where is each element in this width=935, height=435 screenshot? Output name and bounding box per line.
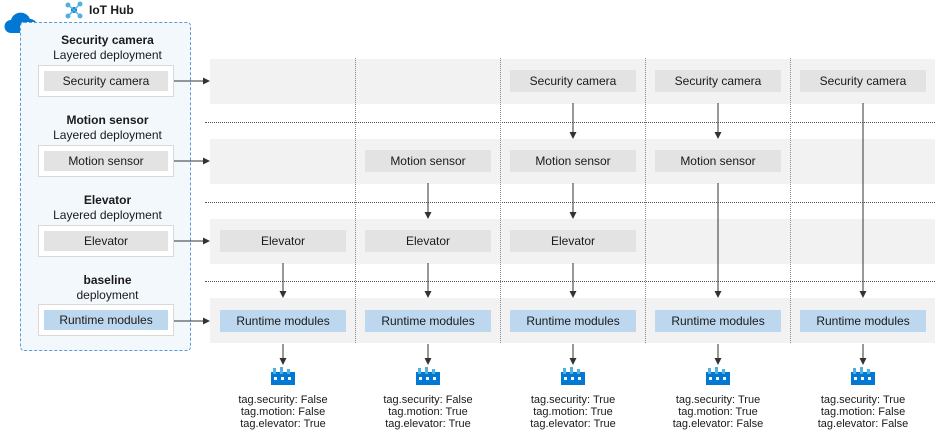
column-separator xyxy=(645,58,646,343)
layer-heading-baseline: baseline deployment xyxy=(22,273,193,303)
layer-subtitle: deployment xyxy=(76,288,139,302)
device-2-motion-module: Motion sensor xyxy=(365,150,491,172)
tag-security: tag.security: False xyxy=(383,394,473,406)
tag-motion: tag.motion: True xyxy=(388,406,468,418)
layer-heading-elevator: Elevator Layered deployment xyxy=(22,193,193,223)
row-separator xyxy=(205,281,935,282)
device-2-runtime-module: Runtime modules xyxy=(365,310,491,332)
iot-hub-icon xyxy=(65,1,83,19)
hub-module-security-camera: Security camera xyxy=(38,65,174,97)
layer-name: Security camera xyxy=(61,33,154,47)
tag-motion: tag.motion: False xyxy=(240,406,326,418)
layer-subtitle: Layered deployment xyxy=(53,128,162,142)
device-3-security-module: Security camera xyxy=(510,70,636,92)
module-label: Elevator xyxy=(44,231,168,251)
module-label: Security camera xyxy=(44,71,168,91)
factory-icon xyxy=(561,367,585,385)
device-5-security-module: Security camera xyxy=(800,70,926,92)
device-3-tags: tag.security: True tag.motion: True tag.… xyxy=(503,394,643,430)
layer-name: Elevator xyxy=(83,193,132,207)
device-1-runtime-module: Runtime modules xyxy=(220,310,346,332)
device-3-runtime-module: Runtime modules xyxy=(510,310,636,332)
layer-heading-motion: Motion sensor Layered deployment xyxy=(22,113,193,143)
layer-subtitle: Layered deployment xyxy=(53,208,162,222)
device-5-tags: tag.security: True tag.motion: False tag… xyxy=(793,394,933,430)
tag-elevator: tag.elevator: False xyxy=(672,418,764,430)
factory-icon xyxy=(416,367,440,385)
device-4-motion-module: Motion sensor xyxy=(655,150,781,172)
tag-elevator: tag.elevator: True xyxy=(530,418,616,430)
tag-security: tag.security: False xyxy=(238,394,328,406)
tag-motion: tag.motion: True xyxy=(678,406,758,418)
tag-elevator: tag.elevator: False xyxy=(817,418,909,430)
layer-subtitle: Layered deployment xyxy=(53,48,162,62)
column-separator xyxy=(355,58,356,343)
device-2-tags: tag.security: False tag.motion: True tag… xyxy=(358,394,498,430)
device-3-motion-module: Motion sensor xyxy=(510,150,636,172)
row-separator xyxy=(205,202,935,203)
iot-hub-title: IoT Hub xyxy=(89,3,134,17)
tag-elevator: tag.elevator: True xyxy=(240,418,326,430)
tag-security: tag.security: True xyxy=(675,394,761,406)
tag-security: tag.security: True xyxy=(820,394,906,406)
layer-name: baseline xyxy=(83,273,132,287)
device-5-runtime-module: Runtime modules xyxy=(800,310,926,332)
hub-module-runtime: Runtime modules xyxy=(38,304,174,336)
layer-name: Motion sensor xyxy=(66,113,149,127)
column-separator xyxy=(790,58,791,343)
tag-security: tag.security: True xyxy=(530,394,616,406)
device-4-runtime-module: Runtime modules xyxy=(655,310,781,332)
hub-module-elevator: Elevator xyxy=(38,225,174,257)
device-2-elevator-module: Elevator xyxy=(365,230,491,252)
column-separator xyxy=(500,58,501,343)
device-4-tags: tag.security: True tag.motion: True tag.… xyxy=(648,394,788,430)
device-1-elevator-module: Elevator xyxy=(220,230,346,252)
tag-elevator: tag.elevator: True xyxy=(385,418,471,430)
row-separator xyxy=(205,122,935,123)
factory-icon xyxy=(851,367,875,385)
device-3-elevator-module: Elevator xyxy=(510,230,636,252)
factory-icon xyxy=(271,367,295,385)
device-1-tags: tag.security: False tag.motion: False ta… xyxy=(213,394,353,430)
tag-motion: tag.motion: True xyxy=(533,406,613,418)
module-label: Runtime modules xyxy=(44,310,168,330)
module-label: Motion sensor xyxy=(44,151,168,171)
layer-heading-security: Security camera Layered deployment xyxy=(22,33,193,63)
factory-icon xyxy=(706,367,730,385)
tag-motion: tag.motion: False xyxy=(820,406,906,418)
hub-module-motion-sensor: Motion sensor xyxy=(38,145,174,177)
device-4-security-module: Security camera xyxy=(655,70,781,92)
